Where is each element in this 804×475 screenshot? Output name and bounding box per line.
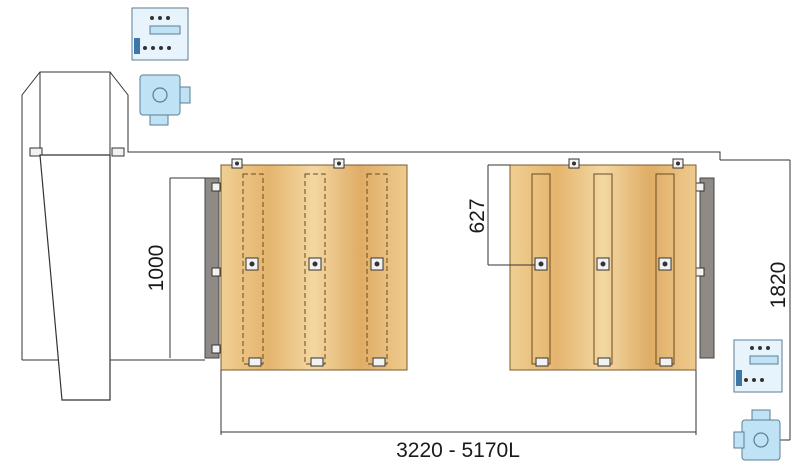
dimension-label-clamp-offset: 627: [466, 198, 489, 233]
control-unit-icon: [733, 339, 783, 461]
machine-base-outline: [21, 71, 721, 361]
dimension-label-total-depth: 1820: [767, 262, 790, 309]
vacuum-pod: [245, 257, 259, 271]
vacuum-pod: [308, 257, 322, 271]
dimension-label-overall-length: 3220 - 5170L: [396, 439, 520, 462]
dimension-overall-length: 3220 - 5170L: [220, 370, 697, 462]
control-unit-icon: [131, 7, 191, 126]
right-work-table: [509, 158, 697, 371]
dimension-clamp-offset: 627: [466, 164, 535, 266]
left-work-table: [220, 158, 408, 371]
vacuum-pod: [596, 257, 610, 271]
gantry-column: [39, 154, 111, 401]
dimension-label-table-depth: 1000: [145, 245, 168, 292]
vacuum-pod: [370, 257, 384, 271]
vacuum-pod: [658, 257, 672, 271]
dimension-table-depth: 1000: [145, 177, 205, 358]
vacuum-pod: [534, 257, 548, 271]
dimension-total-depth: 1820: [720, 159, 791, 441]
